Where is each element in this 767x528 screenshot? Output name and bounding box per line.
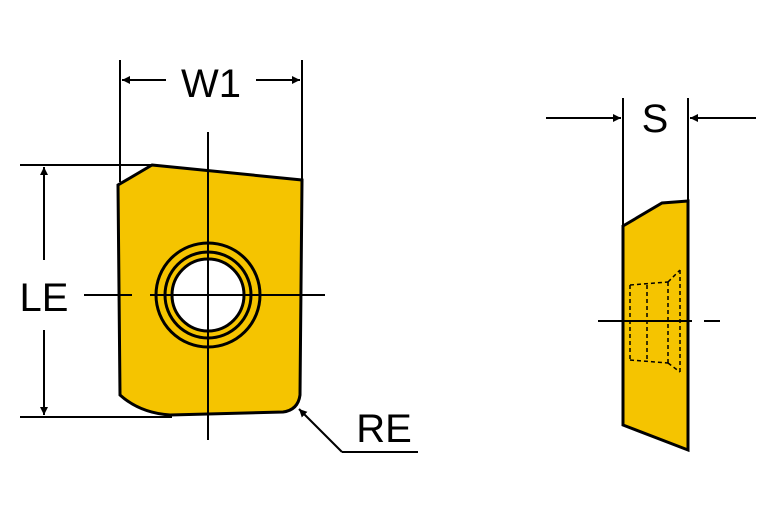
le-dimension: LE — [20, 164, 172, 418]
le-label: LE — [20, 276, 69, 320]
re-label: RE — [356, 407, 412, 451]
side-view — [598, 199, 720, 453]
re-dimension: RE — [298, 407, 418, 453]
s-label: S — [642, 97, 669, 141]
w1-dimension: W1 — [119, 60, 303, 182]
s-dimension: S — [546, 97, 756, 226]
w1-label: W1 — [181, 62, 241, 106]
hidden-line-bottom — [629, 359, 669, 364]
insert-side-body — [621, 199, 690, 453]
hidden-line-top-chamfer — [667, 269, 681, 283]
re-leader-diagonal — [298, 408, 343, 453]
front-view — [84, 132, 325, 440]
hidden-line-top — [629, 281, 669, 286]
hidden-line-bottom-chamfer — [667, 362, 681, 373]
